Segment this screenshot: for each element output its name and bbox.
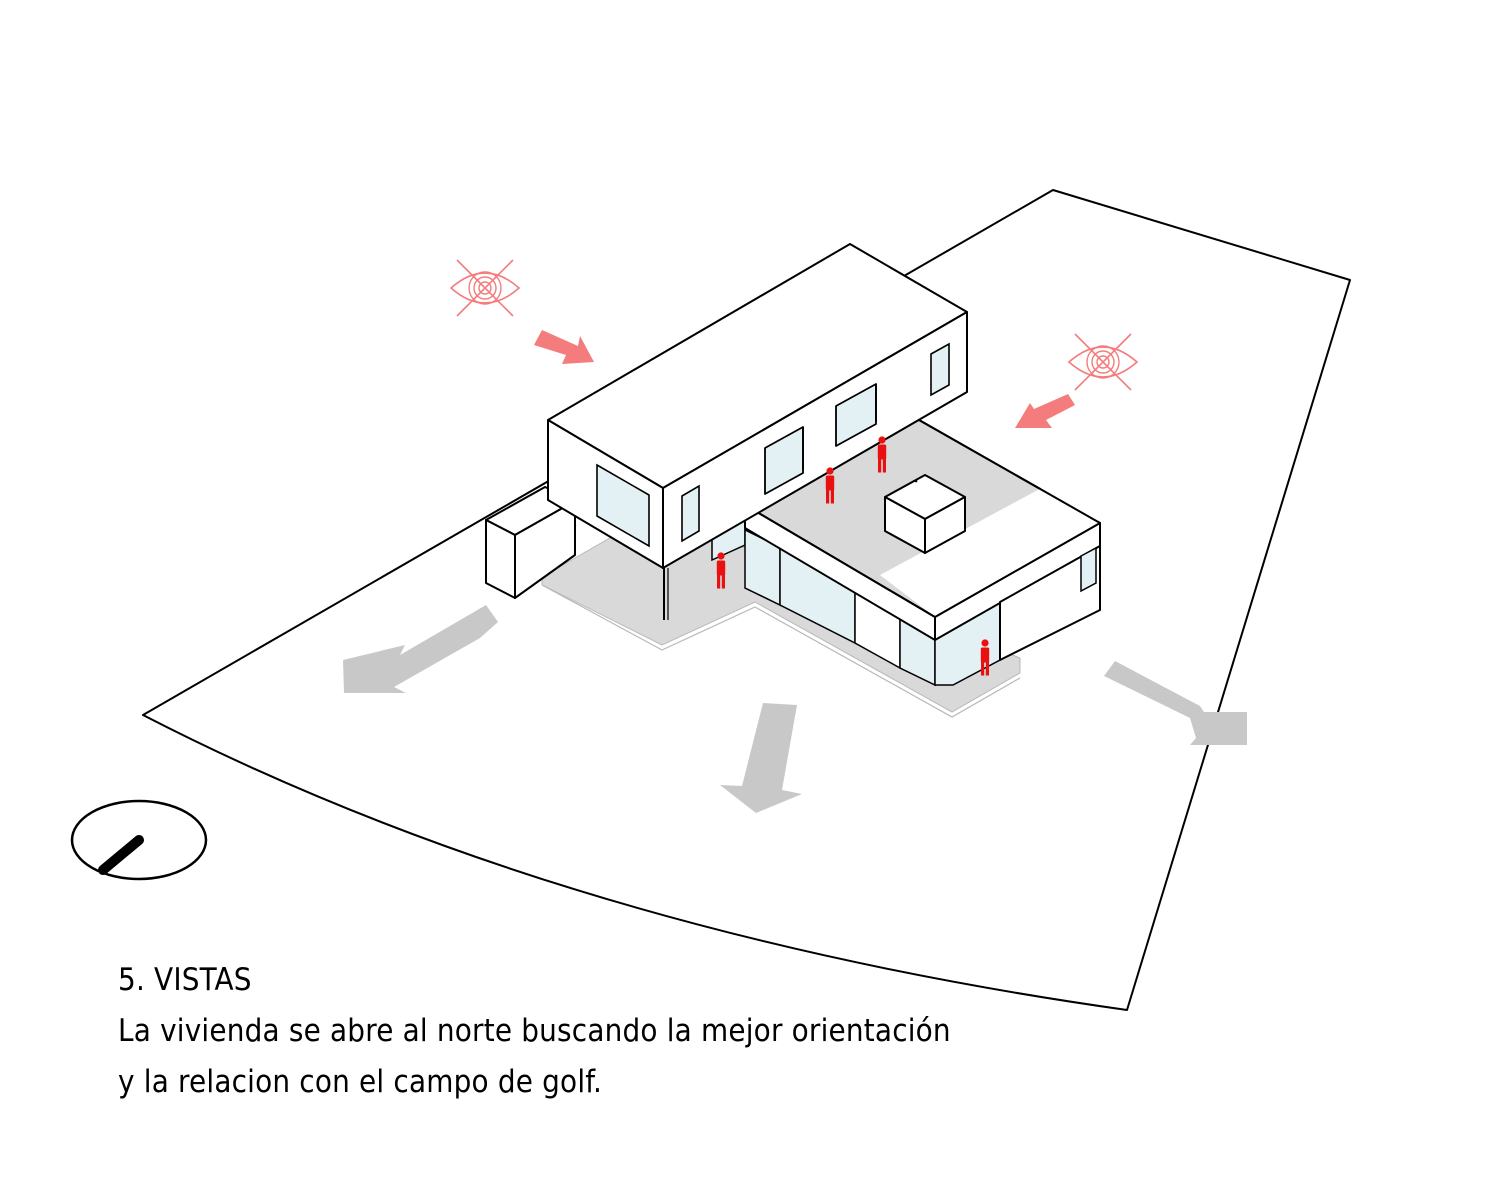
- open-view-arrow-east: [1104, 661, 1247, 745]
- caption-line-2: y la relacion con el campo de golf.: [118, 1064, 603, 1100]
- crossed-eye-icon: [450, 259, 520, 317]
- lower-side-window: [1080, 546, 1097, 593]
- open-view-arrow-north: [720, 703, 802, 813]
- north-compass-icon: [70, 799, 208, 881]
- skylight-box: [884, 474, 966, 554]
- blocked-view-arrow-northeast: [1015, 394, 1075, 428]
- roof-walkway: [880, 478, 1100, 617]
- blocked-view-arrow-northwest: [534, 330, 594, 364]
- upper-window-side: [930, 342, 950, 397]
- upper-window-end: [596, 463, 650, 548]
- caption: 5. VISTAS La vivienda se abre al norte b…: [118, 955, 1118, 1108]
- caption-title: 5. VISTAS: [118, 962, 252, 998]
- upper-facade-openings: [764, 383, 877, 495]
- open-view-arrow-west: [343, 605, 498, 693]
- caption-line-1: La vivienda se abre al norte buscando la…: [118, 1013, 951, 1049]
- terrace-edge: [541, 584, 1021, 718]
- upper-window-front: [681, 484, 700, 543]
